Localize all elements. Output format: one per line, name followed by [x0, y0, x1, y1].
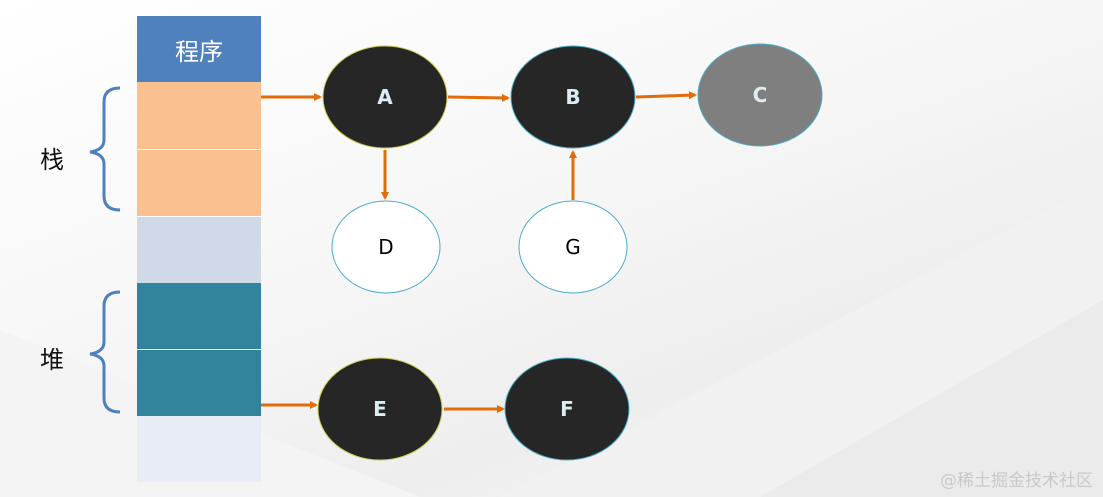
node-e: E: [317, 357, 443, 461]
node-d: D: [331, 200, 441, 294]
node-b: B: [510, 45, 636, 149]
cell-divider: [137, 149, 261, 150]
cell-divider: [137, 216, 261, 217]
node-d-label: D: [378, 235, 393, 259]
node-a-label: A: [377, 85, 393, 109]
node-e-label: E: [373, 397, 387, 421]
stack-label: 栈: [40, 146, 64, 174]
node-f-label: F: [560, 397, 574, 421]
node-b-label: B: [565, 85, 580, 109]
watermark: @稀土掘金技术社区: [940, 471, 1093, 491]
free-cell: [137, 217, 261, 283]
arrow-a-to-b: [447, 93, 510, 102]
stack-bracket: [89, 86, 121, 212]
stack-cell-1: [137, 82, 261, 149]
node-c: C: [697, 43, 823, 147]
stack-cell-2: [137, 150, 261, 216]
program-header: 程序: [137, 16, 261, 82]
node-g-label: G: [565, 235, 581, 259]
heap-cell-1: [137, 283, 261, 349]
node-g: G: [518, 200, 628, 294]
cell-divider: [137, 349, 261, 350]
heap-bracket: [89, 290, 121, 414]
node-c-label: C: [753, 83, 768, 107]
arrow-b-to-c: [635, 91, 697, 100]
program-header-label: 程序: [175, 37, 223, 66]
bottom-cell: [137, 416, 261, 482]
node-f: F: [504, 357, 630, 461]
node-a: A: [322, 45, 448, 149]
heap-cell-2: [137, 350, 261, 416]
heap-label: 堆: [40, 346, 64, 374]
